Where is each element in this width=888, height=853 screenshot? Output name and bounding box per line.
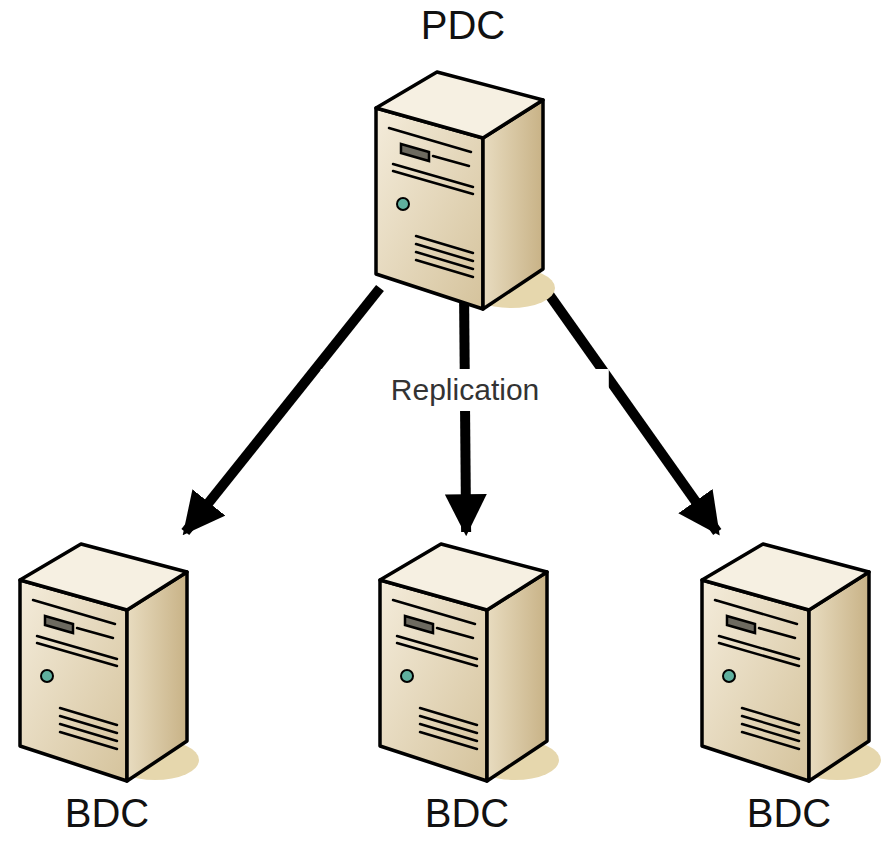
server-icon (371, 66, 556, 316)
server-label: BDC (65, 790, 149, 836)
server-label: BDC (425, 790, 509, 836)
server-icon (697, 538, 882, 788)
server-node: BDC (372, 538, 562, 836)
server-label: PDC (421, 2, 505, 48)
server-node: BDC (12, 538, 202, 836)
server-node: PDC (368, 2, 558, 316)
server-icon (15, 538, 200, 788)
server-label: BDC (747, 790, 831, 836)
server-icon (375, 538, 560, 788)
server-node: BDC (694, 538, 884, 836)
edge-label: Replication (321, 369, 609, 411)
